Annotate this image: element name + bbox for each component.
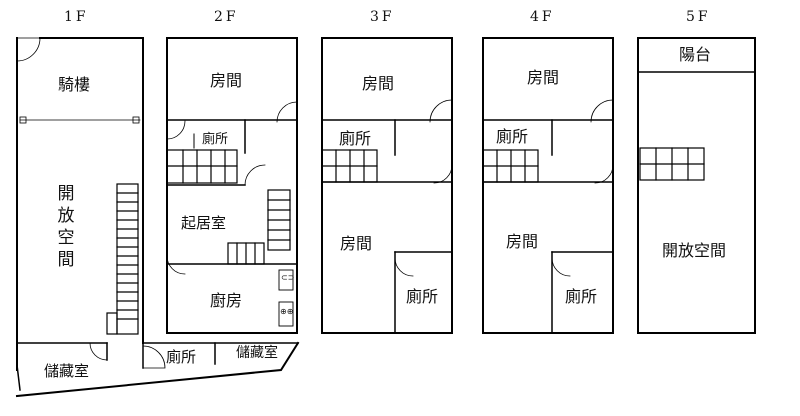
floor-5f-stairs bbox=[639, 147, 705, 181]
door-swing-icon bbox=[166, 120, 186, 140]
room-2f-bedroom: 房間 bbox=[210, 71, 243, 90]
door-swing-icon bbox=[594, 164, 614, 184]
room-3f-bedroom2: 房間 bbox=[340, 234, 373, 253]
room-5f-open-space: 開放空間 bbox=[662, 241, 727, 260]
door-swing-icon bbox=[394, 257, 414, 277]
room-3f-toilet: 廁所 bbox=[339, 129, 372, 148]
door-swing-icon bbox=[429, 99, 453, 123]
floor-label-1f: 1F bbox=[64, 9, 89, 25]
room-2f-toilet: 廁所 bbox=[202, 132, 229, 147]
floor-4f-walls bbox=[482, 37, 614, 334]
floor-1f-stairs bbox=[106, 183, 139, 335]
door-swing-icon bbox=[551, 257, 571, 277]
floor-4f-stairs bbox=[482, 149, 539, 183]
room-3f-toilet2: 廁所 bbox=[406, 287, 439, 306]
room-2f-kitchen: 廚房 bbox=[210, 291, 243, 310]
door-swing-icon bbox=[89, 342, 108, 361]
room-4f-bedroom2: 房間 bbox=[506, 232, 539, 251]
room-4f-toilet: 廁所 bbox=[496, 127, 529, 146]
door-swing-icon bbox=[244, 164, 266, 186]
room-1f-toilet: 廁所 bbox=[166, 348, 197, 366]
floor-4f-doors bbox=[551, 99, 614, 277]
door-swing-icon bbox=[276, 101, 298, 123]
door-swing-icon bbox=[166, 255, 186, 275]
stove-icon: ⊕⊕ bbox=[280, 307, 294, 316]
floor-2f-kitchen-counter bbox=[278, 269, 294, 327]
floor-1f-doors bbox=[16, 37, 166, 369]
room-1f-arcade: 騎樓 bbox=[58, 75, 91, 94]
sink-icon: ⊂⊃ bbox=[281, 273, 295, 282]
door-swing-icon bbox=[433, 164, 453, 184]
floor-label-2f: 2F bbox=[214, 9, 239, 25]
room-1f-storage2: 儲藏室 bbox=[236, 345, 278, 361]
floor-label-5f: 5F bbox=[686, 9, 711, 25]
room-4f-bedroom: 房間 bbox=[527, 68, 560, 87]
door-swing-icon bbox=[142, 345, 166, 369]
room-5f-balcony: 陽台 bbox=[679, 45, 712, 64]
room-1f-storage: 儲藏室 bbox=[44, 362, 90, 380]
floor-label-3f: 3F bbox=[370, 9, 395, 25]
room-2f-living-room: 起居室 bbox=[181, 214, 227, 232]
floor-5f-walls bbox=[637, 37, 756, 334]
floor-label-4f: 4F bbox=[530, 9, 555, 25]
floor-3f-stairs bbox=[321, 149, 378, 183]
door-swing-icon bbox=[16, 37, 41, 62]
room-4f-toilet2: 廁所 bbox=[565, 287, 598, 306]
room-3f-bedroom: 房間 bbox=[362, 74, 395, 93]
floor-3f-doors bbox=[394, 99, 453, 277]
door-swing-icon bbox=[590, 99, 614, 123]
floor-2f-doors bbox=[166, 101, 298, 275]
room-1f-open-space: 開放空間 bbox=[57, 184, 75, 270]
floor-2f-stairs bbox=[166, 149, 291, 265]
